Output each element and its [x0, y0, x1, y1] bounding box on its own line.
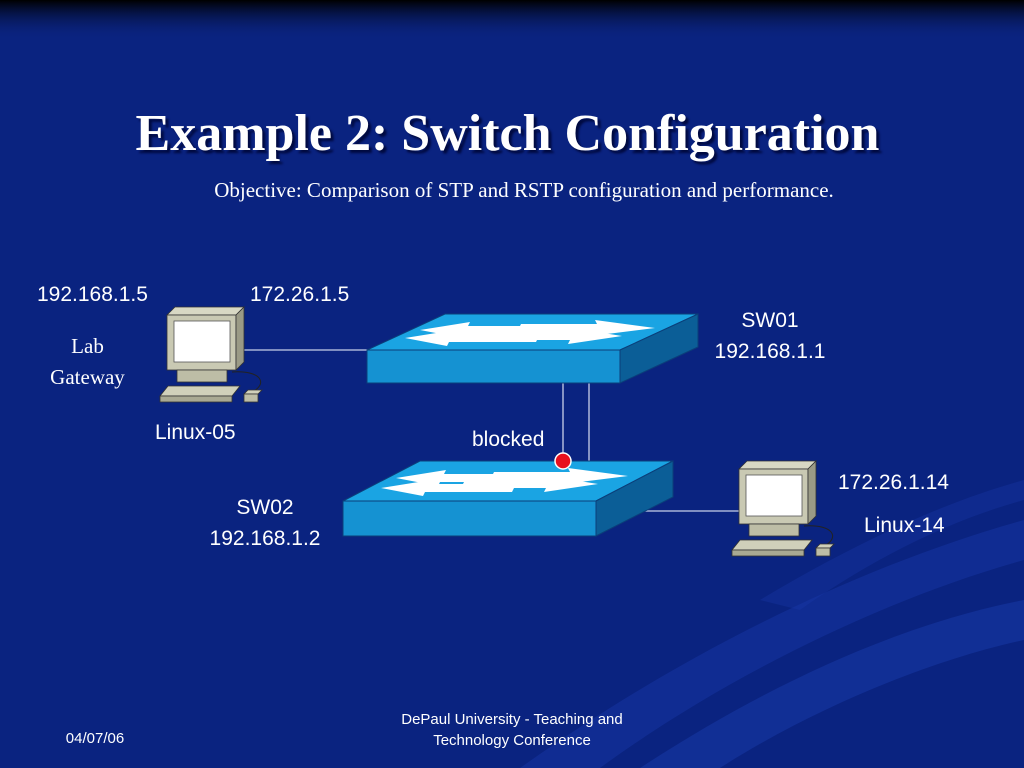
linux05-role: Lab Gateway — [40, 331, 135, 393]
linux05-role-line1: Lab — [71, 334, 104, 358]
slide-title: Example 2: Switch Configuration — [135, 105, 880, 162]
blocked-label: blocked — [472, 428, 545, 451]
linux05-ip-left: 192.168.1.5 — [37, 283, 148, 306]
sw01-name: SW01 — [741, 309, 799, 332]
sw02-name: SW02 — [236, 496, 294, 519]
footer-org-line1: DePaul University - Teaching and — [401, 711, 623, 728]
footer-organization: DePaul University - Teaching and Technol… — [362, 709, 662, 751]
linux14-ip: 172.26.1.14 — [838, 471, 949, 494]
footer-org-line2: Technology Conference — [433, 732, 591, 749]
linux05-ip-right: 172.26.1.5 — [250, 283, 350, 306]
switch-sw02-icon[interactable] — [342, 460, 674, 537]
blocked-port-marker — [554, 452, 572, 470]
linux05-role-line2: Gateway — [50, 365, 125, 389]
sw02-ip: 192.168.1.2 — [209, 527, 321, 550]
linux14-computer-icon[interactable] — [731, 460, 835, 557]
linux05-computer-icon[interactable] — [159, 306, 263, 403]
switch-sw01-icon[interactable] — [366, 313, 699, 384]
sw01-ip: 192.168.1.1 — [714, 340, 826, 363]
footer-date: 04/07/06 — [65, 730, 125, 747]
linux14-name: Linux-14 — [864, 514, 945, 537]
slide-subtitle: Objective: Comparison of STP and RSTP co… — [214, 178, 834, 202]
linux05-name: Linux-05 — [155, 421, 236, 444]
